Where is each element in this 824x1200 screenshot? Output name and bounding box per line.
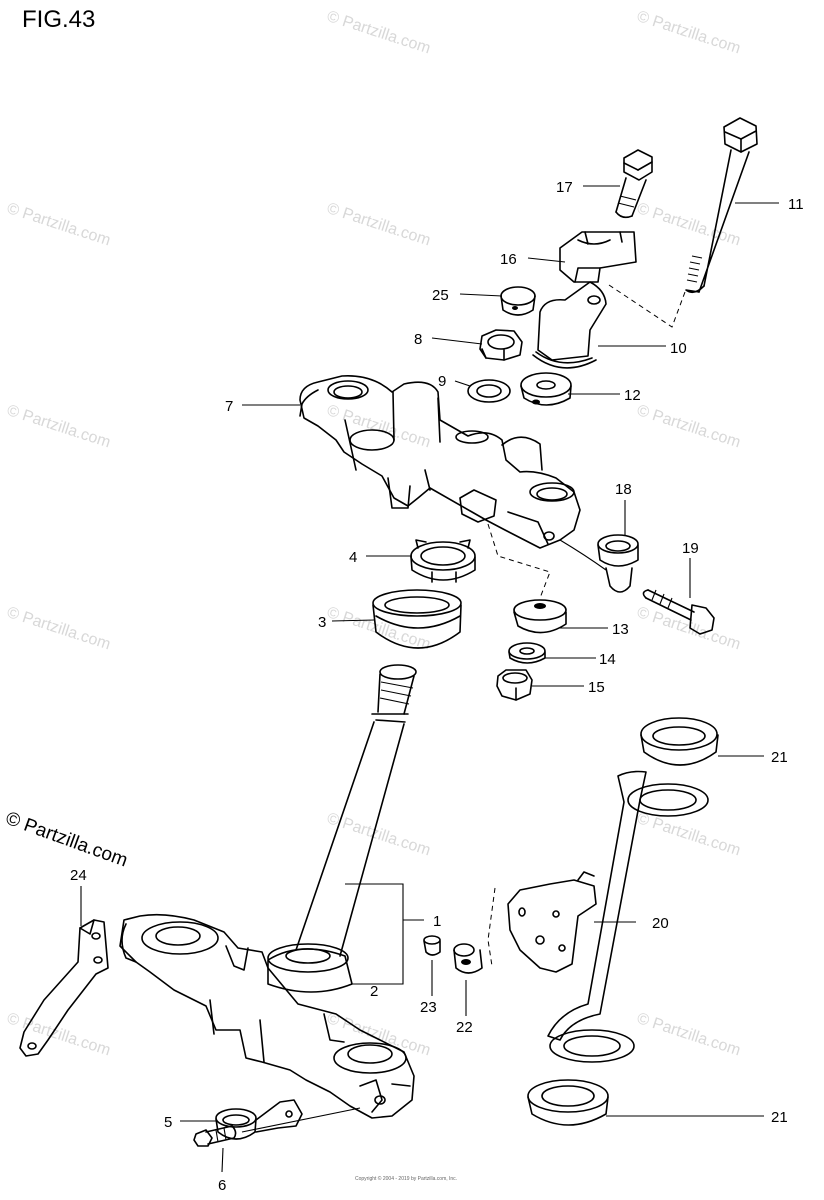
- part-6-screw: [193, 1125, 237, 1147]
- copyright-notice: Copyright © 2004 - 2019 by Partzilla.com…: [355, 1176, 458, 1182]
- callout-21-upper: 21: [771, 749, 788, 766]
- part-8-nut: [479, 329, 523, 361]
- part-16-handlebar-clamp: [559, 231, 637, 283]
- part-17-bolt: [615, 149, 653, 219]
- callout-25: 25: [432, 287, 449, 304]
- callout-10: 10: [670, 340, 687, 357]
- callout-5: 5: [164, 1114, 172, 1131]
- part-19-bolt: [642, 589, 715, 635]
- part-15-nut: [496, 669, 533, 701]
- part-24-stay: [19, 919, 109, 1057]
- part-20-lamp-bracket: [507, 770, 709, 1063]
- callout-3: 3: [318, 614, 326, 631]
- callout-18: 18: [615, 481, 632, 498]
- callout-9: 9: [438, 373, 446, 390]
- callout-13: 13: [612, 621, 629, 638]
- part-14-washer: [508, 642, 546, 664]
- part-10-handlebar-holder: [532, 281, 607, 369]
- part-11-long-bolt: [685, 117, 758, 294]
- callout-11: 11: [788, 196, 804, 213]
- callout-19: 19: [682, 540, 699, 557]
- part-5-grommet: [215, 1099, 303, 1140]
- callout-20: 20: [652, 915, 669, 932]
- callout-12: 12: [624, 387, 641, 404]
- part-21-grommet-lower: [527, 1079, 609, 1126]
- leader-lines: [80, 185, 779, 1173]
- callout-1: 1: [433, 913, 441, 930]
- part-13-cushion: [513, 599, 567, 634]
- part-12-cushion: [520, 372, 572, 406]
- callout-4: 4: [349, 549, 357, 566]
- callout-16: 16: [500, 251, 517, 268]
- part-7-upper-bracket: [299, 375, 581, 549]
- callout-2: 2: [370, 983, 378, 1000]
- lower-steering-bracket: [119, 913, 415, 1119]
- figure-title: FIG.43: [22, 6, 96, 33]
- part-4-steering-stem-nut: [410, 539, 476, 583]
- callout-22: 22: [456, 1019, 473, 1036]
- part-9-washer: [467, 379, 511, 403]
- part-25-cap: [500, 286, 536, 316]
- callout-8: 8: [414, 331, 422, 348]
- callout-labels: 1 2 3 4 5 6 7 8 9 10 11 12 13 14 15 16 1…: [70, 179, 804, 1194]
- part-3-bearing: [372, 589, 462, 649]
- callout-6: 6: [218, 1177, 226, 1194]
- callout-17: 17: [556, 179, 573, 196]
- part-22-damper: [453, 943, 483, 974]
- callout-23: 23: [420, 999, 437, 1016]
- part-21-grommet-upper: [640, 717, 719, 766]
- callout-21-lower: 21: [771, 1109, 788, 1126]
- part-23-collar: [423, 935, 441, 956]
- callout-24: 24: [70, 867, 87, 884]
- callout-14: 14: [599, 651, 616, 668]
- callout-7: 7: [225, 398, 233, 415]
- part-18-grommet: [559, 534, 639, 593]
- part-1-steering-stem: [267, 664, 417, 993]
- callout-15: 15: [588, 679, 605, 696]
